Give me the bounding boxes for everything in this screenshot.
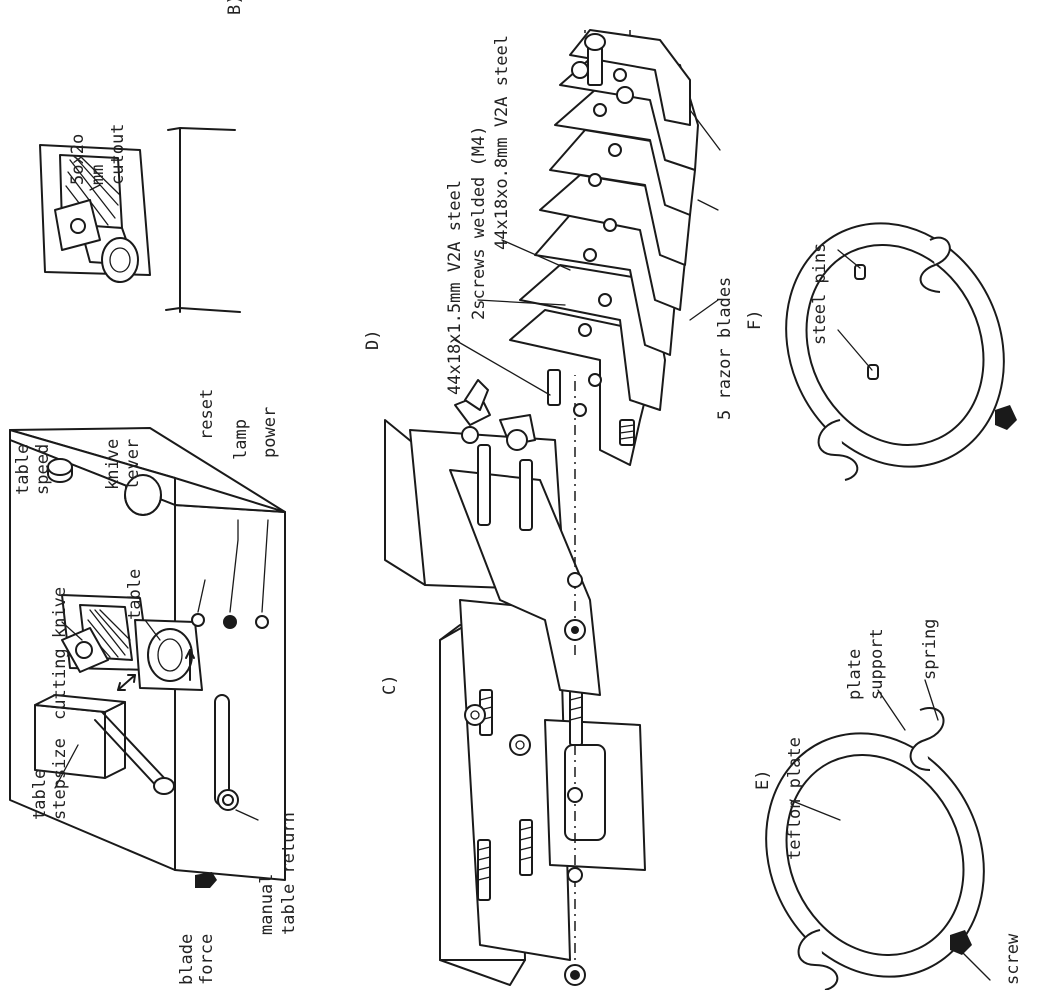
double-arrow-icon xyxy=(117,674,136,691)
label-knive-lever-line1: knive xyxy=(103,439,123,490)
leader-lines-a xyxy=(54,519,269,821)
label-table-speed-line1: table xyxy=(13,444,33,495)
screw-2 xyxy=(519,819,533,876)
panel-b-label: B) xyxy=(225,0,245,15)
cutting-knive-assembly xyxy=(61,594,151,673)
leader-lines-d xyxy=(454,109,721,396)
table-plate xyxy=(134,619,203,691)
label-table-stepsize-line2: stepsize xyxy=(50,738,70,820)
panel-c-label: C) xyxy=(380,675,400,695)
nut-1 xyxy=(464,704,486,726)
label-blade-force-line1: blade xyxy=(177,934,197,985)
panel-f-steel-pins: F) steel pins xyxy=(745,222,1017,481)
label-table-speed: tablespeed xyxy=(13,444,53,495)
panel-a-microtome: tablestepsize cutting knive table tables… xyxy=(9,389,299,985)
clip-bottom xyxy=(817,419,859,481)
label-cutting-knive: cutting knive xyxy=(50,587,70,720)
table-speed-knob xyxy=(47,458,73,483)
clip-top xyxy=(919,236,951,293)
label-table-stepsize: tablestepsize xyxy=(30,738,70,820)
label-blades: 5 razor blades xyxy=(715,277,735,420)
label-steel-pins: steel pins xyxy=(810,243,830,345)
rods xyxy=(477,444,533,531)
label-manual-line1: manual xyxy=(257,874,277,935)
panel-d-blade-stack: D) xyxy=(363,29,735,696)
label-blade-force: bladeforce xyxy=(177,934,217,985)
label-plate-support-line2: support xyxy=(867,628,887,700)
label-cutout-line3: cutout xyxy=(108,124,128,185)
control-reset xyxy=(191,613,205,627)
label-screw: screw xyxy=(1003,933,1023,985)
stepsize-motor xyxy=(34,694,175,795)
table-arrow-icon xyxy=(185,649,195,681)
label-cutout: 5ox2ommcutout xyxy=(68,124,128,185)
screw-e xyxy=(950,930,972,955)
label-steel1: 44x18x1.5mm V2A steel xyxy=(445,180,465,395)
spring-bottom xyxy=(797,929,839,990)
panel-b-cutout: B) 5ox2ommcutout xyxy=(39,0,245,313)
label-knive-lever-line2: lever xyxy=(123,439,143,490)
label-reset: reset xyxy=(197,389,217,440)
blade-force-screw xyxy=(195,872,217,888)
label-knive-lever: knivelever xyxy=(103,439,143,490)
wing-nut-2 xyxy=(499,414,536,451)
panel-f-label: F) xyxy=(745,310,765,330)
label-table-speed-line2: speed xyxy=(33,444,53,495)
label-steel2: 44x18xo.8mm V2A steel xyxy=(492,35,512,250)
label-lamp: lamp xyxy=(231,419,251,460)
label-manual-line2: table return xyxy=(279,812,299,935)
panel-e-label: E) xyxy=(753,770,773,790)
label-power: power xyxy=(260,407,280,458)
label-teflon-plate: teflon plate xyxy=(785,737,805,860)
label-cutout-line2: mm xyxy=(88,165,108,185)
stack-holes xyxy=(571,61,634,417)
stack-screws xyxy=(547,33,635,446)
knive-lever-knob xyxy=(124,474,162,516)
label-cutout-line1: 5ox2o xyxy=(68,134,88,185)
nut-2 xyxy=(509,734,531,756)
spring-top xyxy=(909,707,945,771)
label-blade-force-line2: force xyxy=(197,934,217,985)
plate-stack xyxy=(509,29,699,466)
wing-nut-1 xyxy=(454,379,491,444)
manual-return-slot xyxy=(214,694,239,811)
label-spring: spring xyxy=(920,619,940,680)
label-table: table xyxy=(125,569,145,620)
panel-d-label: D) xyxy=(363,330,383,350)
label-plate-support-line1: plate xyxy=(845,649,865,700)
screw-1 xyxy=(477,839,491,901)
screw-f xyxy=(995,405,1017,430)
control-power xyxy=(255,615,269,629)
control-lamp xyxy=(223,615,237,629)
panel-c-holder: C) xyxy=(380,599,646,986)
label-screws: 2screws welded (M4) xyxy=(469,126,489,320)
label-table-stepsize-line1: table xyxy=(30,769,50,820)
